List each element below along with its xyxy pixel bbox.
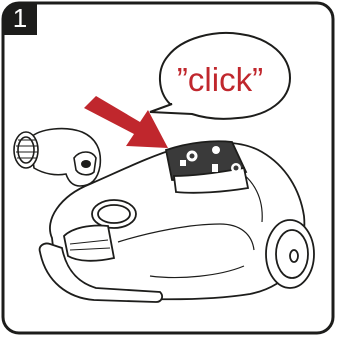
step-number: 1 xyxy=(3,2,37,34)
click-callout-text: ”click” xyxy=(150,58,290,102)
